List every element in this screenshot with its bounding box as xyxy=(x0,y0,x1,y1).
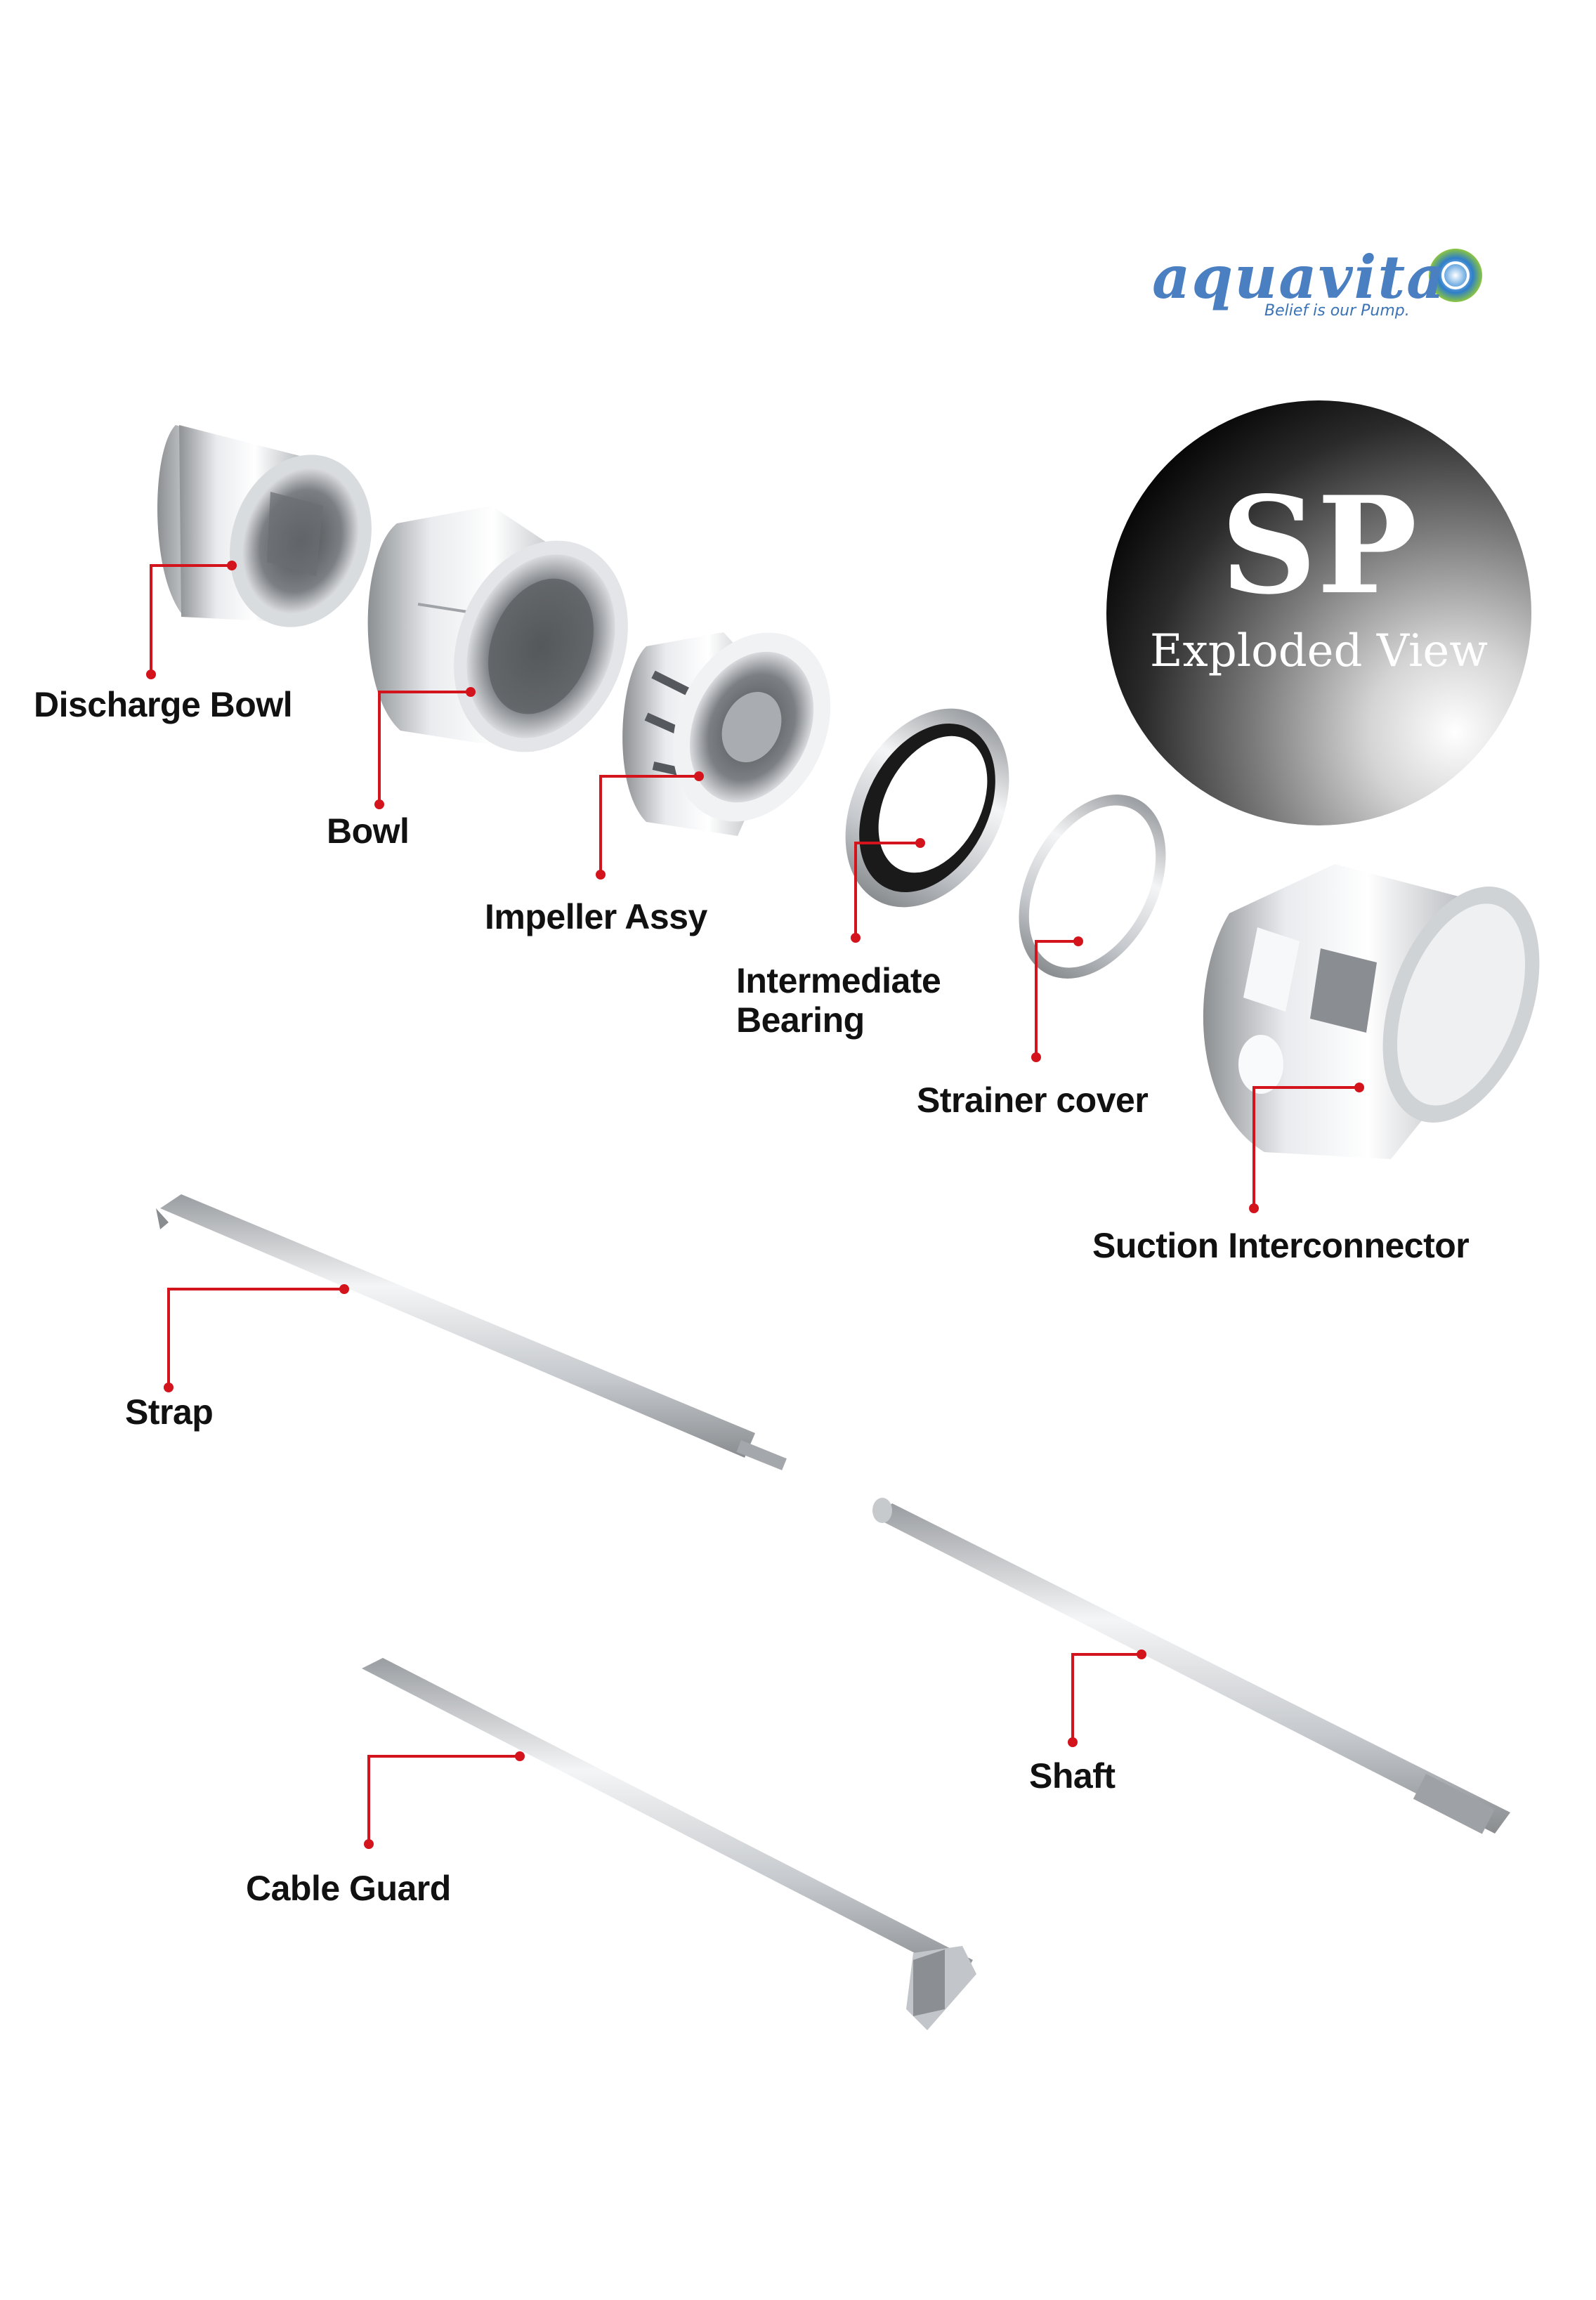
leader-shaft xyxy=(1071,1653,1142,1742)
brand-name: aquavita xyxy=(1152,242,1446,312)
leader-dots xyxy=(146,561,1364,1849)
label-intermediate-bearing-line2: Bearing xyxy=(736,1000,865,1040)
brand-tagline: Belief is our Pump. xyxy=(1264,302,1410,320)
label-intermediate-bearing-line1: Intermediate xyxy=(736,961,941,1000)
leader-impeller-assy xyxy=(599,775,699,875)
leader-cable-guard xyxy=(367,1755,520,1844)
suction-interconnector-image xyxy=(1203,864,1540,1159)
bowl-image xyxy=(367,506,628,752)
label-strap: Strap xyxy=(125,1392,214,1432)
strap-image xyxy=(156,1194,787,1470)
discharge-bowl-image xyxy=(157,425,372,627)
impeller-assy-image xyxy=(622,632,831,836)
intermediate-bearing-image xyxy=(845,708,1009,908)
strainer-cover-image xyxy=(1019,795,1166,979)
cable-guard-image xyxy=(362,1658,976,2030)
label-strainer-cover: Strainer cover xyxy=(917,1080,1149,1120)
label-intermediate-bearing: Intermediate Bearing xyxy=(736,961,941,1040)
label-cable-guard: Cable Guard xyxy=(246,1869,451,1908)
label-impeller-assy: Impeller Assy xyxy=(485,897,707,936)
logo-swirl-icon xyxy=(1429,249,1482,302)
label-shaft: Shaft xyxy=(1029,1756,1116,1796)
shaft-image xyxy=(872,1498,1510,1834)
label-discharge-bowl: Discharge Bowl xyxy=(34,685,293,724)
leader-discharge-bowl xyxy=(150,564,232,674)
leader-intermediate-bearing xyxy=(854,842,920,938)
leader-suction-interconnector xyxy=(1252,1086,1359,1208)
title-badge: SP Exploded View xyxy=(1106,400,1531,825)
label-bowl: Bowl xyxy=(327,811,410,851)
badge-title: SP xyxy=(1220,467,1418,624)
leader-strap xyxy=(167,1288,344,1387)
leader-strainer-cover xyxy=(1035,940,1078,1057)
leader-bowl xyxy=(378,691,471,804)
label-suction-interconnector: Suction Interconnector xyxy=(1092,1226,1470,1265)
badge-subtitle: Exploded View xyxy=(1149,625,1489,677)
brand-logo: aquavita Belief is our Pump. xyxy=(1152,242,1496,334)
leader-lines xyxy=(150,564,1359,1844)
